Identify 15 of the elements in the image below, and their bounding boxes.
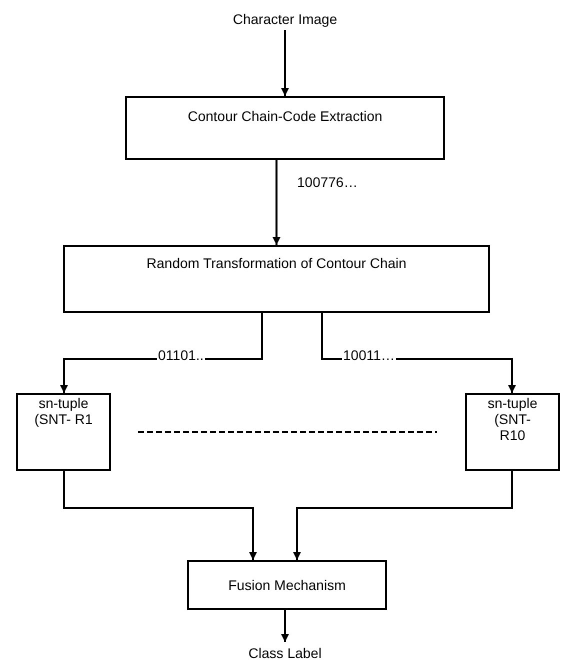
edge-label: 01101.. xyxy=(157,347,205,363)
edge-label: 100776… xyxy=(296,174,359,190)
arrow xyxy=(281,610,289,642)
arrow xyxy=(63,471,257,560)
edge-label: 10011… xyxy=(342,347,396,363)
process-box: Contour Chain-Code Extraction xyxy=(125,96,445,160)
process-box: sn-tuple (SNT- R10 xyxy=(465,393,560,471)
process-box: Fusion Mechanism xyxy=(187,560,387,610)
arrow xyxy=(293,471,513,560)
arrow xyxy=(281,30,289,96)
process-box: sn-tuple (SNT- R1 xyxy=(16,393,111,471)
arrow xyxy=(272,160,280,245)
node-label: Class Label xyxy=(248,645,322,661)
process-box: Random Transformation of Contour Chain xyxy=(63,245,490,313)
node-label: Character Image xyxy=(232,11,338,27)
